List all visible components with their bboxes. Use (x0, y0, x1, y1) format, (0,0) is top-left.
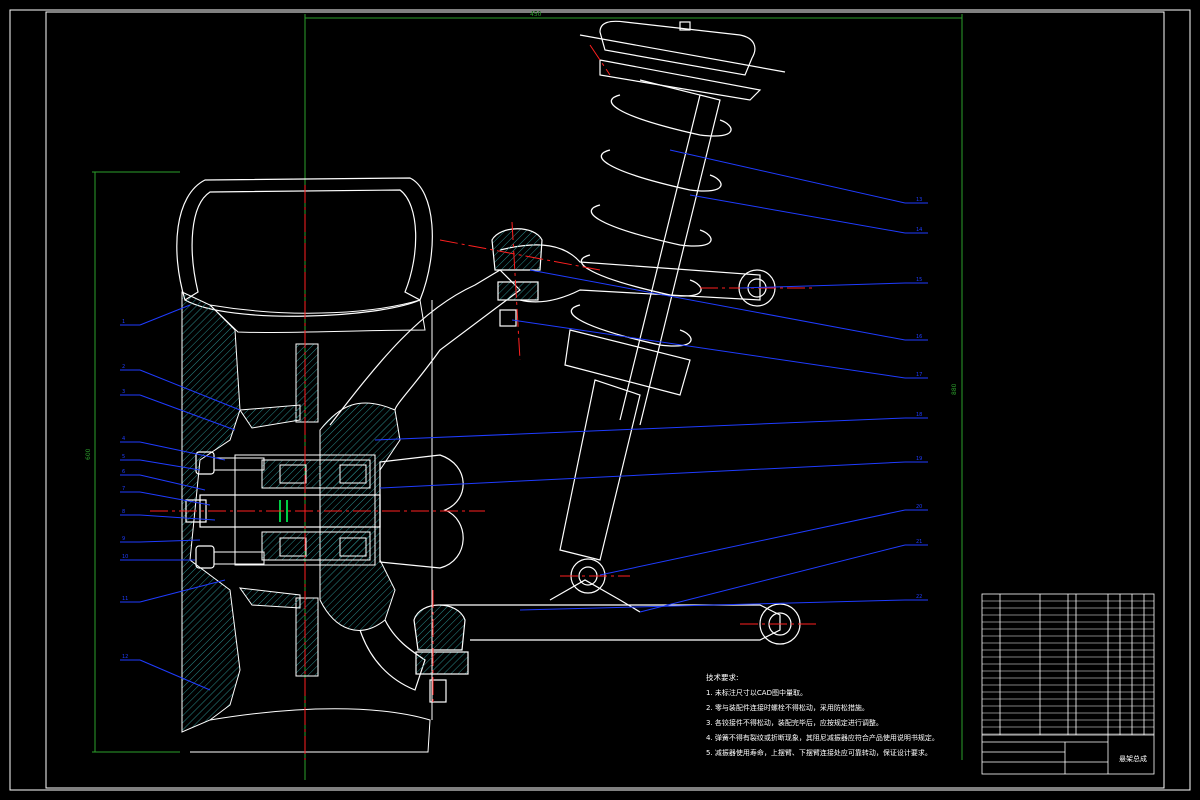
callout-left-2: 2 (122, 364, 125, 370)
title-block-rows (982, 600, 1154, 735)
callout-left-7: 7 (122, 486, 125, 492)
callout-right-16: 16 (916, 334, 922, 340)
callout-left-3: 3 (122, 389, 125, 395)
title-block-grid (981, 593, 1155, 775)
callout-left-6: 6 (122, 469, 125, 475)
coil-spring (570, 94, 732, 347)
leader-lines (120, 149, 928, 691)
callout-right-19: 19 (916, 456, 922, 462)
top-mount (579, 20, 786, 101)
callout-right-18: 18 (916, 412, 922, 418)
callout-left-8: 8 (122, 509, 125, 515)
leader-right-21 (639, 544, 906, 613)
technical-requirements-title: 技术要求: (706, 673, 739, 682)
leader-right-15 (739, 282, 906, 289)
sheet-border (9, 9, 1191, 791)
leader-left-8 (139, 514, 216, 521)
callout-right-14: 14 (916, 227, 922, 233)
callout-left-5: 5 (122, 454, 125, 460)
shock-absorber (559, 79, 721, 594)
dim-left-text: 600 (85, 448, 92, 460)
leader-left-4 (139, 441, 226, 461)
leader-right-19 (379, 461, 906, 489)
dim-right-text: 880 (951, 383, 958, 395)
callout-right-15: 15 (916, 277, 922, 283)
leader-right-18 (374, 417, 906, 441)
leader-right-14 (689, 194, 906, 234)
callout-left-1: 1 (122, 319, 125, 325)
leader-left-9 (139, 539, 201, 543)
leader-right-17 (511, 319, 906, 379)
leader-left-2 (139, 369, 241, 411)
leader-left-6 (139, 474, 206, 491)
leader-left-7 (139, 491, 211, 506)
requirement-item-3: 3. 各铰接件不得松动，装配完毕后，应按规定进行调整。 (706, 719, 883, 727)
callout-left-9: 9 (122, 536, 125, 542)
callout-left-4: 4 (122, 436, 125, 442)
callout-left-11: 11 (122, 596, 128, 602)
title-block-name: 悬架总成 (1119, 755, 1147, 763)
callout-right-21: 21 (916, 539, 922, 545)
dim-top-text: 450 (530, 11, 542, 18)
drawing-frame (45, 11, 1165, 789)
leader-left-12 (139, 659, 211, 691)
leader-right-13 (669, 149, 906, 204)
callout-left-12: 12 (122, 654, 128, 660)
requirement-item-5: 5. 减振器使用寿命，上摆臂、下摆臂连接处应可靠转动，保证设计要求。 (706, 749, 932, 757)
brake-disc (238, 343, 319, 677)
technical-requirements: 技术要求: 1. 未标注尺寸以CAD图中量取。 2. 零与装配件连接时螺栓不得松… (706, 670, 968, 761)
callout-right-20: 20 (916, 504, 922, 510)
requirement-item-4: 4. 弹簧不得有裂纹或折断现象，其阻尼减振器应符合产品使用说明书规定。 (706, 734, 939, 742)
callout-right-13: 13 (916, 197, 922, 203)
leader-left-5 (139, 459, 201, 471)
leader-left-1 (139, 304, 191, 326)
leader-left-3 (139, 394, 236, 431)
callout-left-10: 10 (122, 554, 128, 560)
center-lines (150, 44, 820, 760)
leader-right-20 (599, 509, 906, 576)
leader-right-22 (519, 599, 906, 611)
callout-right-22: 22 (916, 594, 922, 600)
requirement-item-1: 1. 未标注尺寸以CAD图中量取。 (706, 689, 807, 697)
upper-control-arm (491, 228, 776, 327)
leader-left-11 (139, 579, 226, 603)
hub-assembly (185, 451, 464, 569)
callout-right-17: 17 (916, 372, 922, 378)
requirement-item-2: 2. 零与装配件连接时螺栓不得松动，采用防松措施。 (706, 704, 869, 712)
leader-right-16 (529, 269, 906, 341)
